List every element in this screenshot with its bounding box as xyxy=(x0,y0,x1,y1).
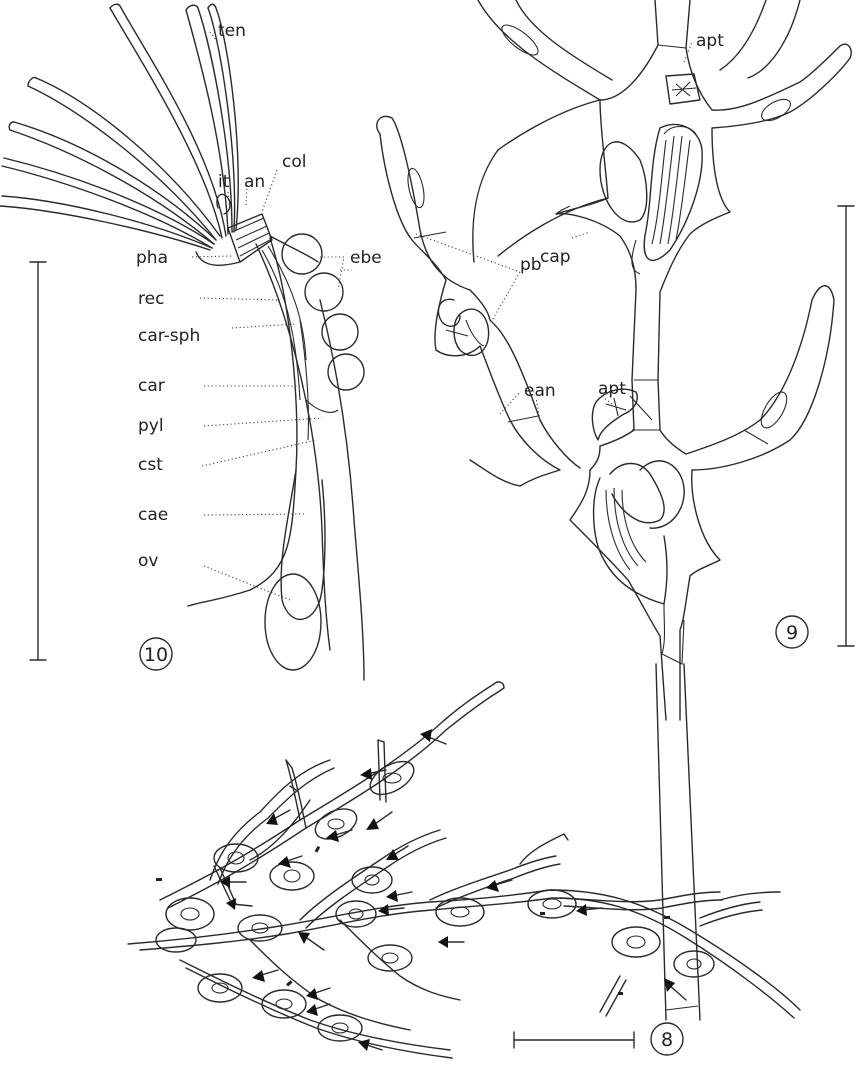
zooid-arrow xyxy=(298,932,324,950)
label-car: car xyxy=(138,376,165,396)
label-car-sph: car-sph xyxy=(138,326,200,346)
figure-number-10: 10 xyxy=(144,644,168,666)
zooid-arrow xyxy=(576,904,602,916)
figure-9-zooids: apt pb cap ean apt 9 xyxy=(377,0,854,1020)
zooid-arrow xyxy=(306,1004,330,1016)
label-ov: ov xyxy=(138,551,158,571)
label-rec: rec xyxy=(138,289,164,309)
zooid-arrow xyxy=(486,880,512,892)
label-pb: pb xyxy=(520,255,542,275)
label-ten: ten xyxy=(218,21,246,41)
label-col: col xyxy=(282,152,306,172)
label-ebe: ebe xyxy=(350,248,382,268)
label-ean: ean xyxy=(524,381,556,401)
zooid-arrow xyxy=(266,810,290,825)
figure-10-polypide: ten it an col pha rec car-sph car pyl cs… xyxy=(0,4,382,680)
zooid-arrow xyxy=(366,812,392,830)
label-cst: cst xyxy=(138,455,163,475)
label-cap: cap xyxy=(540,247,571,267)
label-cae: cae xyxy=(138,505,168,525)
zooid-arrow xyxy=(326,830,352,842)
label-apt-lower: apt xyxy=(598,379,626,399)
figure-number-8: 8 xyxy=(661,1029,673,1051)
tentacles xyxy=(0,4,238,250)
label-pha: pha xyxy=(136,248,168,268)
figure-number-9: 9 xyxy=(786,622,798,644)
label-pyl: pyl xyxy=(138,416,164,436)
zooid-arrow xyxy=(438,936,464,948)
zooid-arrow xyxy=(664,978,686,1000)
label-an: an xyxy=(244,172,265,192)
zooid-arrow xyxy=(386,890,412,902)
label-apt-upper: apt xyxy=(696,31,724,51)
zooid-arrow xyxy=(252,970,278,982)
label-it: it xyxy=(218,172,230,192)
